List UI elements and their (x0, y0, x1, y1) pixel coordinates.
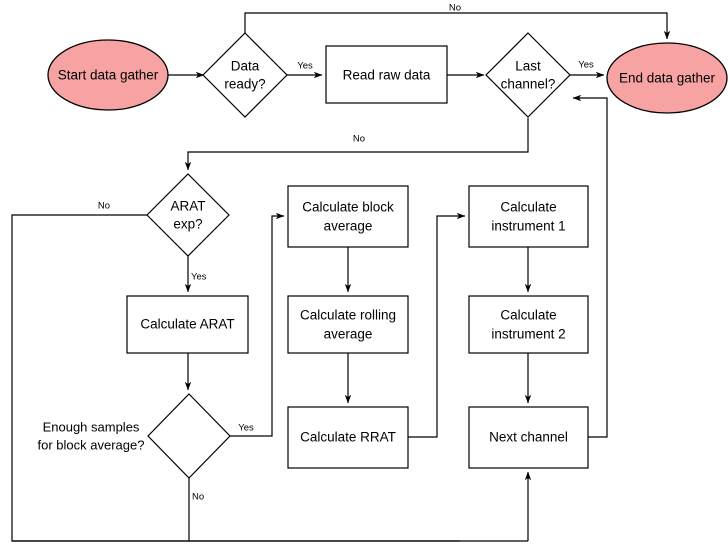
node-calculate-block-average[interactable]: Calculate block average (287, 185, 409, 248)
last-channel-label-line1: Last (515, 59, 541, 74)
calculate-rolling-average-label-line1: Calculate rolling (300, 308, 396, 323)
edge-last-channel-no-to-arat-exp (184, 118, 529, 171)
data-ready-label-line1: Data (231, 59, 260, 74)
calculate-block-average-label-line1: Calculate block (302, 200, 394, 215)
node-calculate-instrument-2[interactable]: Calculate instrument 2 (468, 295, 589, 354)
calculate-rolling-average-label-line2: average (324, 327, 373, 342)
calculate-block-average-box (287, 185, 409, 248)
read-raw-data-label: Read raw data (343, 68, 431, 83)
edge-data-ready-no-to-end (244, 12, 671, 40)
enough-samples-diamond (147, 393, 231, 479)
last-channel-label-line2: channel? (501, 77, 556, 92)
edge-label-data-ready-yes: Yes (297, 61, 313, 72)
calculate-instrument-1-label-line2: instrument 1 (491, 219, 565, 234)
edge-label-data-ready-no: No (449, 3, 461, 14)
node-enough-samples[interactable]: Enough samples for block average? (38, 393, 231, 479)
calculate-instrument-2-label-line1: Calculate (500, 308, 556, 323)
calculate-arat-label: Calculate ARAT (140, 317, 234, 332)
node-data-ready[interactable]: Data ready? (202, 32, 288, 118)
read-raw-data-box (325, 45, 448, 104)
next-channel-box (468, 406, 589, 469)
calculate-rrat-label: Calculate RRAT (300, 430, 396, 445)
enough-samples-label-line2: for block average? (38, 437, 145, 452)
end-ellipse (606, 42, 728, 114)
node-arat-exp[interactable]: ARAT exp? (146, 173, 230, 257)
node-calculate-rolling-average[interactable]: Calculate rolling average (287, 295, 409, 354)
node-calculate-instrument-1[interactable]: Calculate instrument 1 (468, 185, 589, 248)
calculate-block-average-label-line2: average (324, 219, 373, 234)
node-end[interactable]: End data gather (606, 42, 728, 114)
start-label: Start data gather (58, 68, 159, 83)
node-next-channel[interactable]: Next channel (468, 406, 589, 469)
edge-label-enough-samples-yes: Yes (238, 423, 254, 434)
last-channel-diamond (485, 32, 571, 118)
edge-calc-rrat-to-calc-instrument-1 (408, 212, 466, 438)
arat-exp-label-line1: ARAT (170, 199, 205, 214)
arat-exp-label-line2: exp? (173, 217, 202, 232)
calculate-instrument-2-label-line2: instrument 2 (491, 327, 565, 342)
edge-next-channel-to-last-channel (572, 94, 608, 438)
node-read-raw-data[interactable]: Read raw data (325, 45, 448, 104)
edge-label-last-channel-yes: Yes (578, 60, 594, 71)
calculate-instrument-1-box (468, 185, 589, 248)
edge-arat-exp-no-rail (11, 214, 460, 542)
data-ready-diamond (202, 32, 288, 118)
edge-label-arat-exp-yes: Yes (191, 272, 207, 283)
edge-label-last-channel-no: No (353, 134, 365, 145)
enough-samples-label-line1: Enough samples (43, 419, 140, 434)
next-channel-label: Next channel (489, 430, 568, 445)
node-last-channel[interactable]: Last channel? (485, 32, 571, 118)
edge-enough-samples-yes-to-calc-block-avg (230, 212, 285, 437)
node-start[interactable]: Start data gather (47, 39, 169, 111)
end-label: End data gather (619, 71, 716, 86)
node-calculate-arat[interactable]: Calculate ARAT (126, 295, 249, 354)
edge-label-arat-exp-no: No (98, 201, 110, 212)
calculate-arat-box (126, 295, 249, 354)
calculate-instrument-1-label-line1: Calculate (500, 200, 556, 215)
start-ellipse (47, 39, 169, 111)
arat-exp-diamond (146, 173, 230, 257)
calculate-rolling-average-box (287, 295, 409, 354)
calculate-rrat-box (287, 406, 409, 469)
node-calculate-rrat[interactable]: Calculate RRAT (287, 406, 409, 469)
calculate-instrument-2-box (468, 295, 589, 354)
data-ready-label-line2: ready? (224, 77, 265, 92)
edge-label-enough-samples-no: No (192, 492, 204, 503)
